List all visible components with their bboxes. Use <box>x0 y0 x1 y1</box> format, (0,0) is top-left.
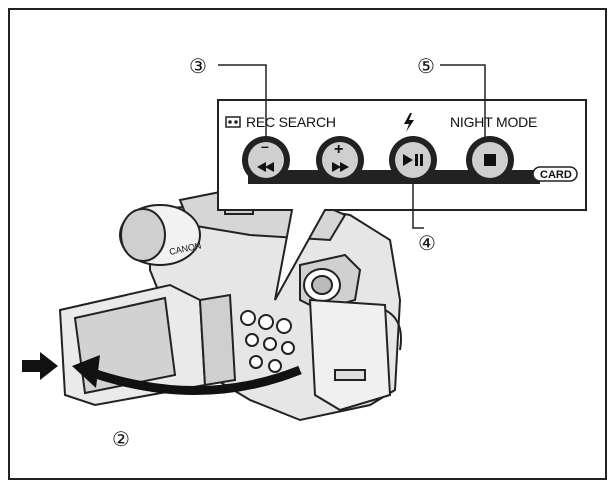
card-tag: CARD <box>532 166 578 182</box>
rewind-button-label: – <box>261 138 269 154</box>
play-pause-button[interactable] <box>389 136 437 184</box>
open-arrow-head <box>72 355 100 388</box>
side-button <box>258 314 274 330</box>
push-arrow-icon <box>22 352 58 380</box>
lcd-hinge <box>198 293 237 387</box>
card-label: CARD <box>540 169 572 181</box>
flash-icon <box>404 113 414 132</box>
side-button <box>240 310 256 326</box>
rewind-button[interactable]: – <box>242 136 290 184</box>
leader-5 <box>440 64 486 140</box>
callout-5: ⑤ <box>417 56 435 78</box>
open-arrow-path <box>88 365 302 395</box>
bottom-detail <box>334 369 366 381</box>
stop-icon <box>484 154 496 166</box>
fast-forward-button[interactable]: + <box>316 136 364 184</box>
callout-3: ③ <box>189 56 207 78</box>
side-button <box>276 318 292 334</box>
strap-loop <box>384 309 402 351</box>
control-panel: REC SEARCH NIGHT MODE – + <box>217 99 587 301</box>
play-pause-icon <box>403 154 423 166</box>
night-mode-label: NIGHT MODE <box>450 114 537 130</box>
side-button <box>249 355 263 369</box>
stop-button[interactable] <box>466 136 514 184</box>
rec-search-label: REC SEARCH <box>246 114 336 130</box>
callout-4: ④ <box>418 233 436 255</box>
lens-front <box>120 208 166 262</box>
side-buttons <box>240 310 295 373</box>
push-arrow <box>22 352 58 380</box>
side-button <box>281 341 295 355</box>
open-arrow <box>72 355 302 395</box>
rewind-icon <box>257 162 274 172</box>
callout-2: ② <box>112 429 130 451</box>
viewfinder-lens <box>311 275 333 295</box>
leader-4 <box>412 180 424 229</box>
grip-panel <box>308 298 392 412</box>
leader-lines <box>218 64 486 229</box>
side-button <box>268 359 282 373</box>
fast-forward-button-label: + <box>334 141 343 158</box>
fast-forward-icon <box>332 162 349 172</box>
side-button <box>245 333 259 347</box>
side-button <box>263 337 277 351</box>
leader-3 <box>218 64 267 140</box>
cassette-icon <box>225 116 241 128</box>
